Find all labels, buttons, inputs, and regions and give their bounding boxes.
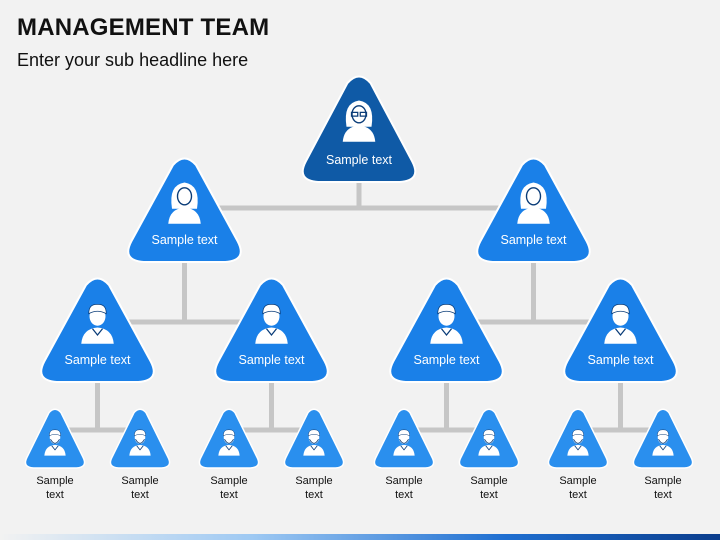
node-label: text <box>480 489 498 501</box>
male-avatar-icon <box>604 303 637 344</box>
node-label: text <box>131 489 149 501</box>
male-beard-avatar-icon <box>652 429 674 456</box>
node-label: Sample <box>210 475 247 487</box>
node-label: text <box>305 489 323 501</box>
node-label: Sample <box>36 475 73 487</box>
female-avatar-icon <box>168 182 201 224</box>
node-label: text <box>46 489 64 501</box>
node-label: text <box>220 489 238 501</box>
team-member-node[interactable]: Sample text <box>109 408 171 501</box>
node-label: Sample text <box>587 353 654 367</box>
male-beard-avatar-icon <box>303 429 325 456</box>
node-label: text <box>654 489 672 501</box>
team-member-node[interactable]: Sample text <box>547 408 609 501</box>
page-title: MANAGEMENT TEAM <box>17 14 270 41</box>
team-member-node[interactable]: Sample text <box>373 408 435 501</box>
node-label: Sample <box>644 475 681 487</box>
node-label: Sample text <box>500 233 567 247</box>
team-member-node[interactable]: Sample text <box>632 408 694 501</box>
node-label: Sample <box>470 475 507 487</box>
male-avatar-icon <box>255 303 288 344</box>
node-label: Sample text <box>238 353 305 367</box>
node-label: Sample text <box>64 353 131 367</box>
director-node[interactable]: Sample text <box>127 157 242 263</box>
male-beard-avatar-icon <box>218 429 240 456</box>
team-member-node[interactable]: Sample text <box>24 408 86 501</box>
male-beard-avatar-icon <box>478 429 500 456</box>
female-glasses-avatar-icon <box>342 100 376 142</box>
manager-node[interactable]: Sample text <box>389 277 504 383</box>
male-beard-avatar-icon <box>129 429 151 456</box>
page-subtitle: Enter your sub headline here <box>17 50 249 70</box>
male-beard-avatar-icon <box>567 429 589 456</box>
male-avatar-icon <box>430 303 463 344</box>
node-label: text <box>569 489 587 501</box>
manager-node[interactable]: Sample text <box>214 277 329 383</box>
manager-node[interactable]: Sample text <box>563 277 678 383</box>
node-label: Sample <box>559 475 596 487</box>
node-label: Sample <box>295 475 332 487</box>
footer-accent-bar <box>0 534 720 540</box>
node-label: Sample text <box>413 353 480 367</box>
node-label: Sample text <box>151 233 218 247</box>
node-label: Sample <box>385 475 422 487</box>
male-beard-avatar-icon <box>44 429 66 456</box>
female-avatar-icon <box>517 182 550 224</box>
node-label: Sample <box>121 475 158 487</box>
team-member-node[interactable]: Sample text <box>198 408 260 501</box>
top-manager-node[interactable]: Sample text <box>301 75 417 183</box>
director-node[interactable]: Sample text <box>476 157 591 263</box>
team-member-node[interactable]: Sample text <box>283 408 345 501</box>
male-beard-avatar-icon <box>393 429 415 456</box>
node-label: text <box>395 489 413 501</box>
team-member-node[interactable]: Sample text <box>458 408 520 501</box>
node-label: Sample text <box>326 153 393 167</box>
male-avatar-icon <box>81 303 114 344</box>
manager-node[interactable]: Sample text <box>40 277 155 383</box>
